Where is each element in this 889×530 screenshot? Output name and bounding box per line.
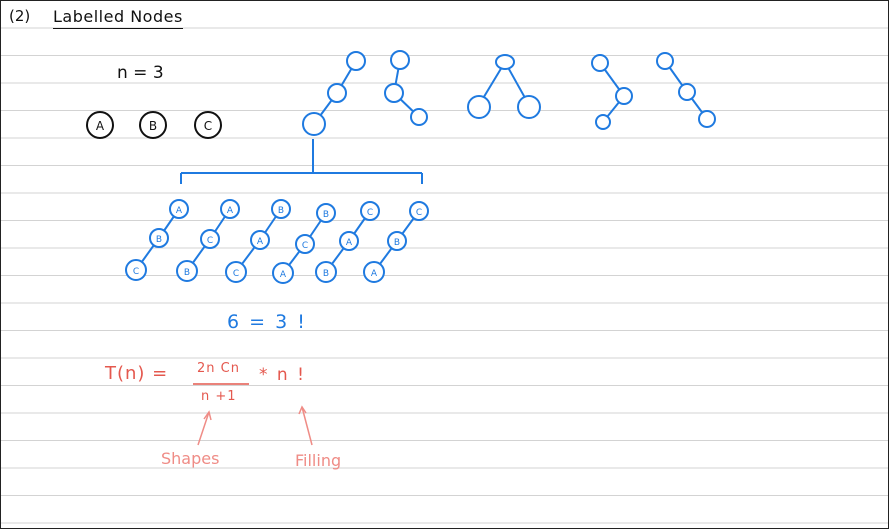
node-a: A [86,111,114,139]
node-set: A B C [86,111,222,139]
tree-node-label: A [371,269,378,279]
permutation-count: 6 = 3 ! [227,311,307,333]
tree-node-label: C [207,236,213,246]
expansion-bracket [180,139,423,184]
annotation-arrows [197,405,313,446]
annotation-shapes: Shapes [161,449,220,468]
node-c: C [194,111,222,139]
shape-right-chain [656,52,716,128]
tree-node-label: C [416,208,422,218]
node-b-label: B [149,119,157,133]
labelled-tree: C B A [363,201,429,283]
tree-node-label: B [323,269,329,279]
labelled-tree: A B C [125,199,189,281]
tree-node-label: A [227,206,234,216]
formula-lhs: T(n) = [105,363,169,384]
shape-left-right-zigzag [384,50,428,126]
shape-balanced [467,54,541,119]
tree-node-label: C [302,241,308,251]
annotation-filling: Filling [295,451,342,470]
node-a-label: A [96,119,105,133]
tree-node-label: A [176,206,183,216]
tree-node-label: A [280,270,287,280]
n-statement: n = 3 [117,63,164,83]
formula-denominator: n +1 [201,389,237,404]
shape-left-chain [302,51,366,136]
labelled-tree: C A B [315,201,380,283]
node-c-label: C [204,119,212,133]
tree-node-label: B [323,210,329,220]
page-title: Labelled Nodes [53,7,183,29]
tree-node-label: B [156,235,162,245]
tree-shapes [302,50,716,136]
arrow-shapes [197,410,212,446]
tree-node-label: C [233,269,239,279]
section-number: (2) [9,7,31,25]
tree-node-label: B [278,206,284,216]
node-b: B [139,111,167,139]
labelled-tree: A C B [176,199,240,282]
tree-node-label: C [367,208,373,218]
tree-node-label: B [394,238,400,248]
tree-node-label: B [184,268,190,278]
arrow-filling [298,405,313,446]
tree-node-label: A [346,238,353,248]
tree-node-label: A [257,237,264,247]
labelled-trees: A B C A C B B A C [125,199,429,284]
labelled-tree: B A C [225,199,291,283]
tree-node-label: C [133,267,139,277]
formula-rhs: * n ! [259,365,306,385]
labelled-tree: B C A [272,203,336,284]
formula-numerator: 2n Cn [197,361,240,376]
shape-right-left-zigzag [591,54,633,130]
